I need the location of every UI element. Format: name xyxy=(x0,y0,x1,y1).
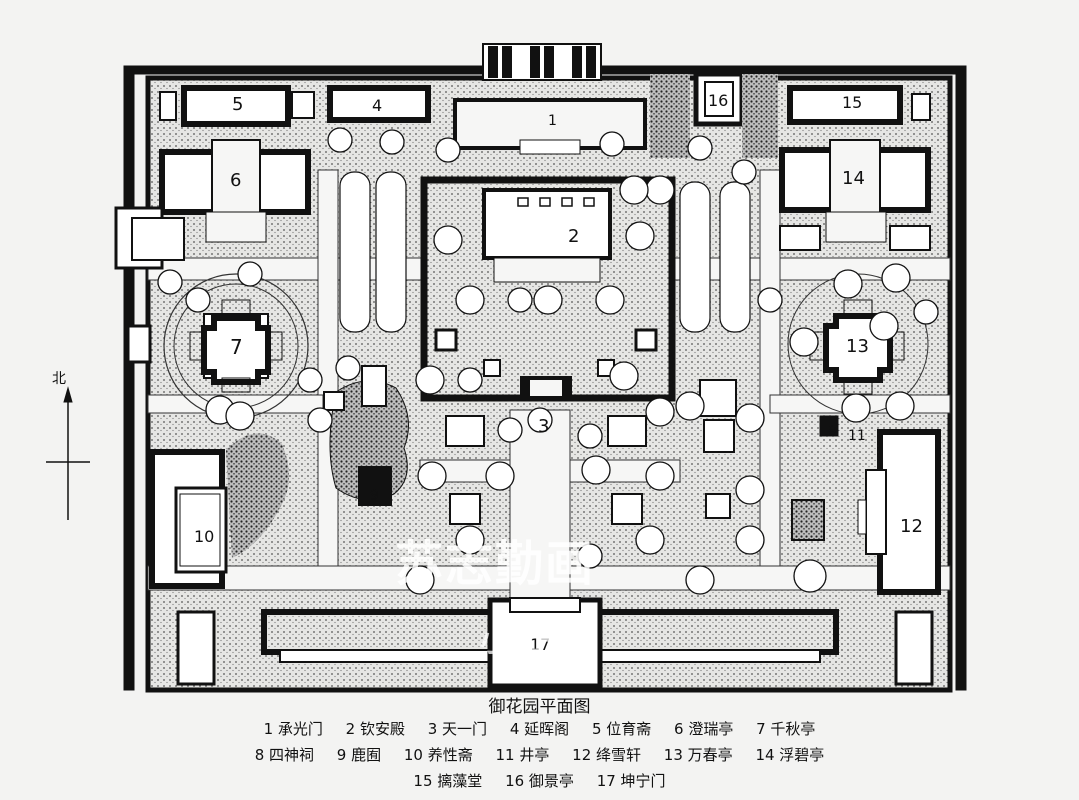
plan-numbers: 1 2 3 4 5 6 7 8 9 10 11 12 13 14 15 16 1… xyxy=(194,91,923,654)
pavilion-cheng-rui xyxy=(159,139,311,243)
trees xyxy=(157,127,939,595)
pavilion-fu-bi xyxy=(779,139,931,251)
legend-item: 11 井亭 xyxy=(495,746,550,764)
legend-item: 10 养性斋 xyxy=(403,746,473,764)
legend-item: 4 延晖阁 xyxy=(509,720,570,738)
rockery-lu-you xyxy=(329,365,409,506)
plan-number: 12 xyxy=(900,516,923,537)
legend-item: 6 澄瑞亭 xyxy=(674,720,734,738)
plan-number: 6 xyxy=(230,170,241,191)
plan-number: 10 xyxy=(194,527,214,546)
plan-number: 13 xyxy=(846,336,869,357)
legend-item: 12 绛雪轩 xyxy=(572,746,642,764)
legend-item: 5 位育斋 xyxy=(591,720,652,738)
pavilion-qian-qiu xyxy=(163,273,309,419)
pavilion-jiang-xue xyxy=(819,415,941,595)
legend-item: 15 摛藻堂 xyxy=(413,772,483,790)
legend-item: 8 四神祠 xyxy=(254,746,314,764)
legend-row-2: 8 四神祠 9 鹿囿 10 养性斋 11 井亭 12 绛雪轩 13 万春亭 14… xyxy=(0,744,1079,765)
legend-item: 14 浮碧亭 xyxy=(755,746,825,764)
legend-item: 17 坤宁门 xyxy=(596,772,666,790)
plan-number: 16 xyxy=(708,91,728,110)
legend-item: 3 天一门 xyxy=(427,720,488,738)
legend-row-1: 1 承光门 2 钦安殿 3 天一门 4 延晖阁 5 位育斋 6 澄瑞亭 7 千秋… xyxy=(0,718,1079,739)
small-pavilions xyxy=(323,359,825,541)
tree-rows xyxy=(339,171,751,333)
north-arrow-icon xyxy=(46,386,90,520)
plan-number: 2 xyxy=(568,226,579,247)
legend-item: 2 钦安殿 xyxy=(345,720,405,738)
buildings-top-right xyxy=(650,71,931,158)
watermark-sub: 小红书 xyxy=(480,624,570,659)
plan-number: 14 xyxy=(842,168,865,189)
plan-number: 9 xyxy=(370,488,379,504)
legend-item: 7 千秋亭 xyxy=(756,720,816,738)
plan-number: 8 xyxy=(828,424,837,440)
legend-item: 9 鹿囿 xyxy=(336,746,382,764)
plan-number: 5 xyxy=(232,94,243,115)
legend-item: 13 万春亭 xyxy=(663,746,733,764)
plan-number: 15 xyxy=(842,93,862,112)
plan-number: 1 xyxy=(548,113,557,129)
gate-cheng-guang xyxy=(453,43,647,155)
side-gates xyxy=(114,206,185,364)
legend-item: 1 承光门 xyxy=(263,720,323,738)
plan-number: 17 xyxy=(530,635,550,654)
plan-number: 3 xyxy=(538,416,549,437)
watermark: 苏志勤画 xyxy=(395,536,596,592)
buildings-top-left xyxy=(159,85,431,127)
gate-kun-ning xyxy=(176,597,934,689)
legend-row-3: 15 摛藻堂 16 御景亭 17 坤宁门 xyxy=(0,770,1079,791)
plan-number: 11 xyxy=(848,428,866,444)
north-label: 北 xyxy=(52,371,66,387)
plan-number: 7 xyxy=(230,335,243,359)
hall-yang-xing xyxy=(149,433,289,589)
legend-item: 16 御景亭 xyxy=(505,772,574,790)
map-title: 御花园平面图 xyxy=(488,697,591,717)
plan-number: 4 xyxy=(372,96,382,115)
